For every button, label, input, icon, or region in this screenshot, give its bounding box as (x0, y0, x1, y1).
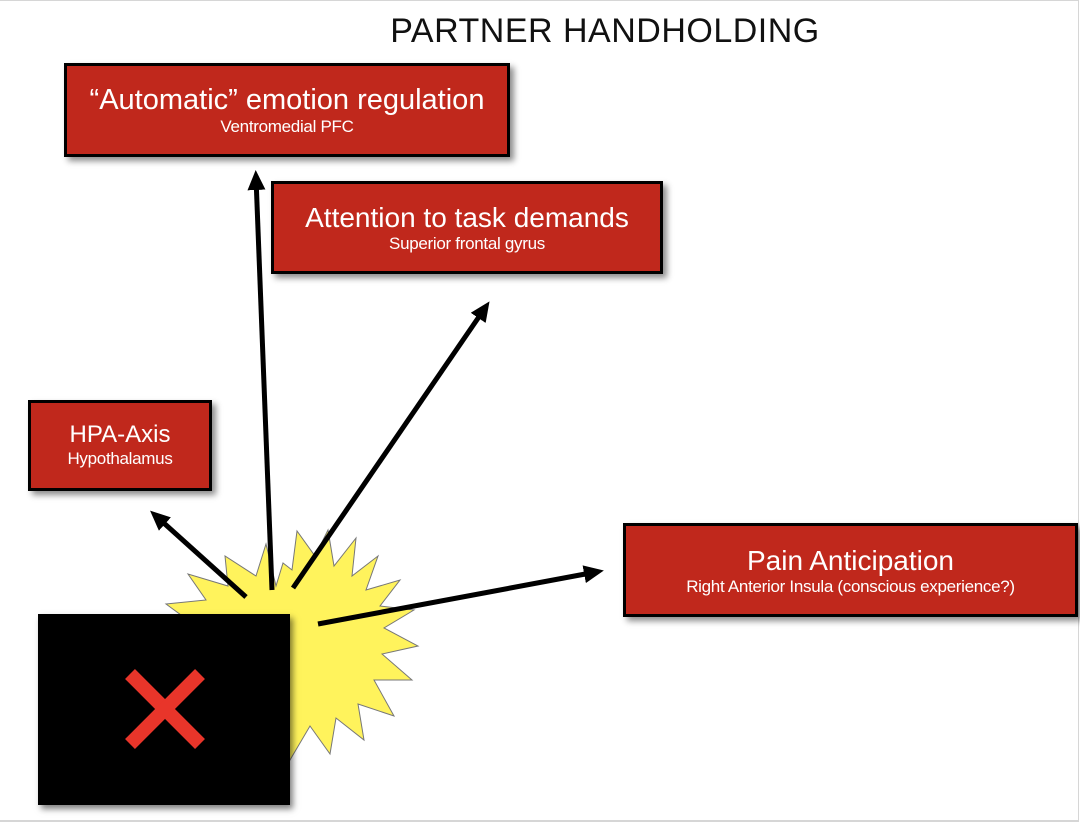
arrow-to-hpa (150, 510, 248, 599)
box-pain-label: Pain Anticipation (746, 545, 955, 576)
slide-title: PARTNER HANDHOLDING (390, 12, 820, 50)
black-square (38, 614, 290, 805)
box-automatic-label: “Automatic” emotion regulation (89, 84, 485, 116)
box-pain-anticipation: Pain Anticipation Right Anterior Insula … (623, 523, 1078, 617)
box-attention-sublabel: Superior frontal gyrus (389, 234, 545, 254)
box-automatic-emotion-regulation: “Automatic” emotion regulation Ventromed… (64, 63, 510, 157)
red-x-icon (125, 669, 205, 749)
box-pain-sublabel: Right Anterior Insula (conscious experie… (686, 577, 1015, 597)
arrow-to-automatic (247, 170, 275, 591)
box-automatic-sublabel: Ventromedial PFC (220, 117, 354, 137)
box-attention-label: Attention to task demands (305, 202, 629, 233)
box-hpa-label: HPA-Axis (69, 421, 171, 448)
box-hpa-axis: HPA-Axis Hypothalamus (28, 400, 212, 491)
arrow-to-attention (290, 301, 490, 590)
arrow-to-pain (317, 565, 604, 627)
box-attention-to-task: Attention to task demands Superior front… (271, 181, 663, 274)
box-hpa-sublabel: Hypothalamus (67, 448, 173, 468)
